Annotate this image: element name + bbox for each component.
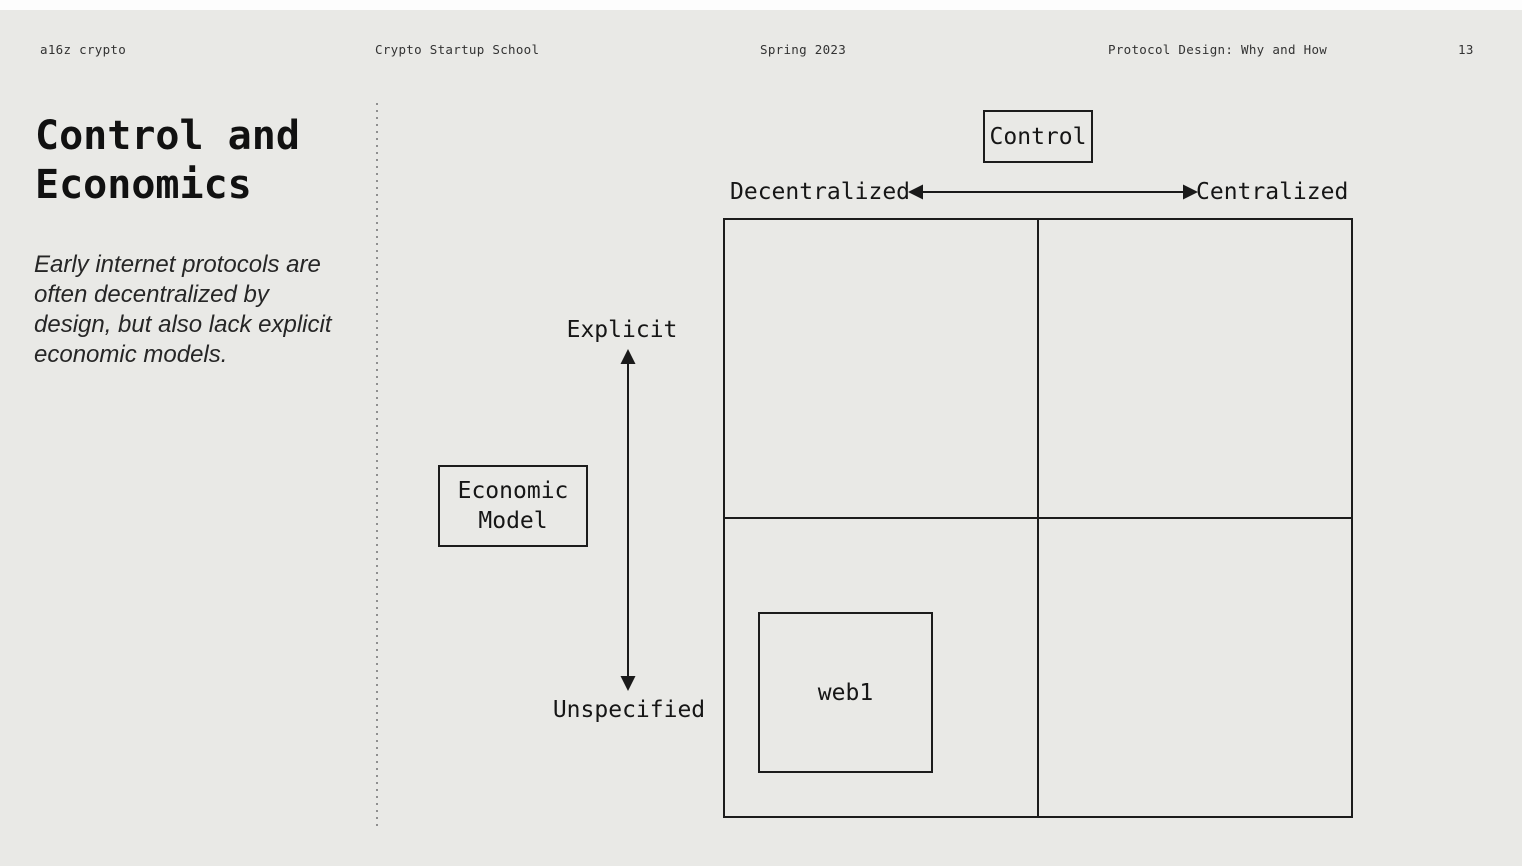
slide-title-line2: Economics bbox=[35, 162, 252, 208]
web1-label: web1 bbox=[817, 679, 874, 706]
quadrant-grid bbox=[723, 218, 1353, 818]
top-strip bbox=[0, 0, 1522, 10]
header-lecture-title: Protocol Design: Why and How bbox=[1108, 42, 1328, 57]
slide-title-line1: Control and bbox=[35, 113, 300, 159]
y-axis-arrow bbox=[620, 349, 636, 691]
economic-model-title-line2: Model bbox=[478, 508, 548, 534]
subtitle-line: often decentralized by bbox=[34, 281, 269, 308]
y-axis-label-unspecified: Unspecified bbox=[552, 697, 706, 723]
economic-model-title-line1: Economic bbox=[457, 478, 569, 504]
arrowhead-down-icon bbox=[620, 676, 636, 691]
y-axis-label-explicit: Explicit bbox=[566, 317, 678, 343]
header-brand: a16z crypto bbox=[40, 42, 127, 57]
control-axis-title-box: Control bbox=[983, 110, 1093, 163]
control-axis-title: Control bbox=[989, 123, 1087, 150]
header-term: Spring 2023 bbox=[760, 42, 847, 57]
x-axis-label-decentralized: Decentralized bbox=[730, 179, 911, 205]
economic-model-axis-title-box: Economic Model bbox=[438, 465, 588, 547]
grid-horizontal-midline bbox=[725, 517, 1351, 519]
web1-item-box: web1 bbox=[758, 612, 933, 773]
subtitle-line: design, but also lack explicit bbox=[34, 311, 332, 338]
subtitle-line: economic models. bbox=[34, 341, 228, 368]
page-number: 13 bbox=[1458, 42, 1474, 57]
subtitle-line: Early internet protocols are bbox=[34, 251, 321, 278]
slide-title: Control and Economics bbox=[35, 112, 300, 210]
dotted-vertical-divider bbox=[376, 103, 378, 826]
header-program: Crypto Startup School bbox=[375, 42, 540, 57]
arrowhead-up-icon bbox=[620, 349, 636, 364]
x-axis-arrow bbox=[908, 184, 1198, 200]
x-axis-label-centralized: Centralized bbox=[1196, 179, 1349, 205]
slide-subtitle: Early internet protocols are often decen… bbox=[34, 250, 394, 370]
arrowhead-left-icon bbox=[908, 184, 923, 200]
